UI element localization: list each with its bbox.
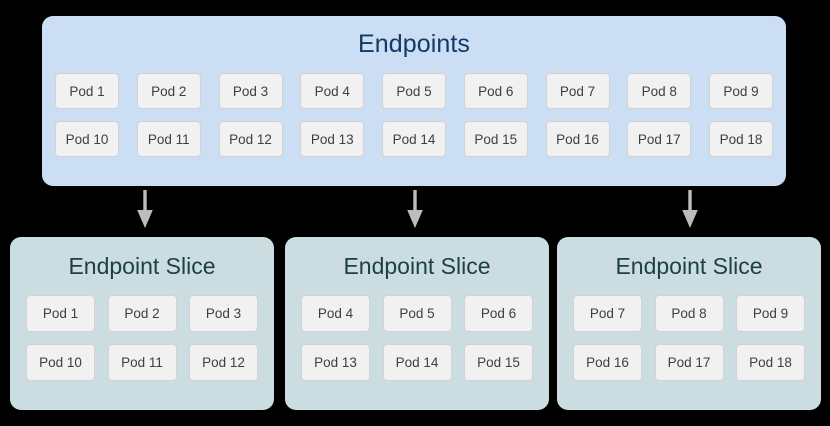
pod-chip[interactable]: Pod 6	[464, 295, 533, 332]
pod-chip[interactable]: Pod 13	[300, 121, 365, 157]
endpoint-slice-pod-row: Pod 7 Pod 8 Pod 9	[573, 295, 805, 332]
endpoint-slice-title: Endpoint Slice	[343, 253, 491, 279]
endpoint-slice-pod-row: Pod 1 Pod 2 Pod 3	[26, 295, 258, 332]
pod-chip[interactable]: Pod 17	[627, 121, 692, 157]
pod-chip[interactable]: Pod 10	[26, 344, 95, 381]
endpoints-pod-row: Pod 1 Pod 2 Pod 3 Pod 4 Pod 5 Pod 6 Pod …	[55, 73, 773, 109]
endpoint-slice-panel-1: Endpoint Slice Pod 1 Pod 2 Pod 3 Pod 10 …	[10, 237, 274, 410]
down-arrow-icon	[407, 190, 423, 228]
endpoints-panel: Endpoints Pod 1 Pod 2 Pod 3 Pod 4 Pod 5 …	[42, 16, 786, 186]
pod-chip[interactable]: Pod 14	[382, 344, 452, 381]
endpoint-slice-pod-grid: Pod 1 Pod 2 Pod 3 Pod 10 Pod 11 Pod 12	[10, 295, 274, 381]
endpoint-slice-title: Endpoint Slice	[615, 253, 763, 279]
pod-chip[interactable]: Pod 14	[382, 121, 446, 157]
pod-chip[interactable]: Pod 18	[736, 344, 805, 381]
endpoint-slice-pod-grid: Pod 4 Pod 5 Pod 6 Pod 13 Pod 14 Pod 15	[285, 295, 549, 381]
pod-chip[interactable]: Pod 4	[300, 73, 365, 109]
pod-chip[interactable]: Pod 5	[382, 295, 452, 332]
pod-chip[interactable]: Pod 15	[464, 344, 533, 381]
pod-chip[interactable]: Pod 4	[301, 295, 370, 332]
endpoint-slice-pod-grid: Pod 7 Pod 8 Pod 9 Pod 16 Pod 17 Pod 18	[557, 295, 821, 381]
pod-chip[interactable]: Pod 12	[189, 344, 258, 381]
pod-chip[interactable]: Pod 17	[654, 344, 724, 381]
pod-chip[interactable]: Pod 8	[627, 73, 692, 109]
pod-chip[interactable]: Pod 10	[55, 121, 119, 157]
endpoint-slice-pod-row: Pod 13 Pod 14 Pod 15	[301, 344, 533, 381]
pod-chip[interactable]: Pod 2	[107, 295, 177, 332]
pod-chip[interactable]: Pod 11	[136, 121, 201, 157]
endpoint-slice-pod-row: Pod 16 Pod 17 Pod 18	[573, 344, 805, 381]
endpoints-pod-row: Pod 10 Pod 11 Pod 12 Pod 13 Pod 14 Pod 1…	[55, 121, 773, 157]
endpoint-slice-pod-row: Pod 4 Pod 5 Pod 6	[301, 295, 533, 332]
pod-chip[interactable]: Pod 1	[55, 73, 119, 109]
pod-chip[interactable]: Pod 13	[301, 344, 370, 381]
pod-chip[interactable]: Pod 6	[463, 73, 528, 109]
pod-chip[interactable]: Pod 7	[573, 295, 642, 332]
pod-chip[interactable]: Pod 1	[26, 295, 95, 332]
down-arrow-icon	[137, 190, 153, 228]
pod-chip[interactable]: Pod 9	[736, 295, 805, 332]
pod-chip[interactable]: Pod 16	[573, 344, 642, 381]
pod-chip[interactable]: Pod 16	[545, 121, 610, 157]
pod-chip[interactable]: Pod 7	[545, 73, 610, 109]
down-arrow-icon	[682, 190, 698, 228]
pod-chip[interactable]: Pod 5	[382, 73, 446, 109]
pod-chip[interactable]: Pod 8	[654, 295, 724, 332]
pod-chip[interactable]: Pod 18	[709, 121, 773, 157]
endpoint-slice-panel-3: Endpoint Slice Pod 7 Pod 8 Pod 9 Pod 16 …	[557, 237, 821, 410]
pod-chip[interactable]: Pod 9	[709, 73, 773, 109]
endpoints-title: Endpoints	[357, 30, 471, 58]
pod-chip[interactable]: Pod 3	[218, 73, 283, 109]
endpoint-slice-panel-2: Endpoint Slice Pod 4 Pod 5 Pod 6 Pod 13 …	[285, 237, 549, 410]
pod-chip[interactable]: Pod 3	[189, 295, 258, 332]
pod-chip[interactable]: Pod 2	[136, 73, 201, 109]
endpoint-slice-title: Endpoint Slice	[68, 253, 216, 279]
endpoints-pod-grid: Pod 1 Pod 2 Pod 3 Pod 4 Pod 5 Pod 6 Pod …	[42, 73, 786, 157]
pod-chip[interactable]: Pod 12	[218, 121, 283, 157]
pod-chip[interactable]: Pod 11	[107, 344, 177, 381]
endpoint-slice-pod-row: Pod 10 Pod 11 Pod 12	[26, 344, 258, 381]
pod-chip[interactable]: Pod 15	[463, 121, 528, 157]
